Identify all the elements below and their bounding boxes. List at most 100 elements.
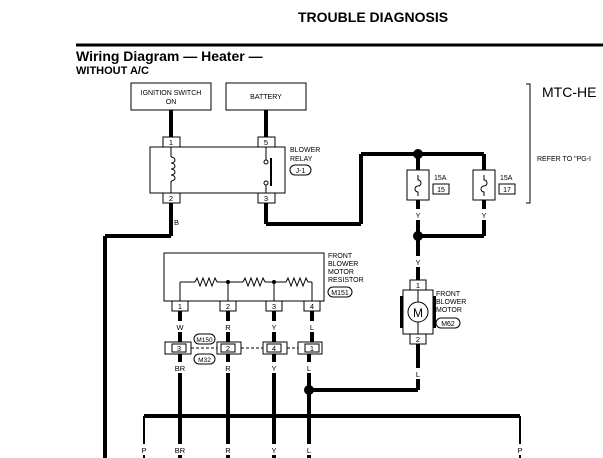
wire-label-bg (174, 321, 186, 332)
wire-color-relay-out: B (174, 218, 179, 227)
relay-coil-icon (170, 156, 176, 182)
resistor-name-line4: RESISTOR (328, 277, 364, 284)
fuse-rating: 15A (434, 175, 447, 182)
motor-name-line1: FRONT (436, 291, 461, 298)
wire-color-connector: Y (271, 364, 276, 373)
connector-pin-label: 4 (272, 344, 276, 353)
wire-label-bg (172, 362, 188, 373)
connector-pin-label: 2 (226, 344, 230, 353)
blower-relay-body (149, 146, 286, 194)
wire-color-motor-out: L (416, 370, 420, 379)
fuse-rating: 15A (500, 175, 513, 182)
wire-color-connector: R (225, 364, 231, 373)
relay-code-badge (289, 164, 312, 176)
connector-code-badge (193, 353, 216, 365)
wire-color-resistor: W (176, 323, 184, 332)
relay-name-line2: RELAY (290, 156, 313, 163)
wire-color-bottom: L (307, 446, 311, 455)
relay-pin-label: 3 (264, 194, 268, 203)
resistor-name-line3: MOTOR (328, 269, 354, 276)
motor-brush (433, 296, 436, 328)
resistor-code-badge (327, 286, 353, 298)
fuse-icon (480, 175, 488, 196)
wire-label-bg (222, 362, 234, 373)
wire-color-bottom: P (141, 446, 146, 455)
motor-code: M62 (441, 321, 455, 328)
relay-pin-label: 1 (169, 138, 173, 147)
wire-color-resistor: L (310, 323, 314, 332)
wire-color-fuse-b: Y (481, 211, 486, 220)
connector-pin-box (220, 343, 236, 353)
relay-pin-label: 2 (169, 194, 173, 203)
relay-switch-contact (263, 159, 269, 165)
wire-label-bg (412, 209, 424, 220)
wire-color-motor-feed: Y (415, 258, 420, 267)
relay-code: J-1 (296, 168, 306, 175)
wire-label-bg (268, 362, 280, 373)
fuse-number-box (498, 183, 516, 195)
relay-switch-contact (263, 180, 269, 186)
relay-pin-label: 5 (264, 138, 268, 147)
resistor-pin-label: 1 (178, 302, 182, 311)
wire-color-bottom: R (225, 446, 231, 455)
wire-label-bg (139, 444, 149, 455)
connector-code: M150 (196, 337, 213, 344)
wire-label-bg (515, 444, 525, 455)
resistor-icon (285, 276, 309, 288)
side-bracket (526, 83, 531, 204)
battery-label: BATTERY (250, 94, 282, 101)
motor-code-badge (435, 317, 461, 329)
wire-color-resistor: Y (271, 323, 276, 332)
motor-name-line2: BLOWER (436, 299, 466, 306)
wire-label-bg (478, 209, 490, 220)
wire-label-bg (412, 368, 424, 379)
fuse-number: 17 (503, 187, 511, 194)
section-title: Wiring Diagram — Heater — (76, 48, 263, 64)
wire-label-bg (222, 321, 234, 332)
wire-color-bottom: P (517, 446, 522, 455)
motor-pin-label: 1 (416, 281, 420, 290)
wire-color-connector: BR (175, 364, 186, 373)
wire-color-fuse-a: Y (415, 211, 420, 220)
connector: 3 2 4 1 M150 M32 (164, 333, 323, 365)
wire-label-bg (174, 444, 187, 455)
resistor-pin-label: 3 (272, 302, 276, 311)
ignition-switch-label: IGNITION SWITCH (141, 90, 202, 97)
connector-pin-label: 3 (177, 344, 181, 353)
battery-box (225, 82, 307, 111)
page-title: TROUBLE DIAGNOSIS (298, 9, 449, 25)
wire-label-bg (306, 321, 318, 332)
wire-label-bg (303, 362, 315, 373)
relay-name-line1: BLOWER (290, 147, 320, 154)
motor-symbol: M (413, 306, 423, 320)
connector-pin-box (304, 343, 320, 353)
connector-pin-box (266, 343, 282, 353)
fuse-icon (414, 175, 422, 196)
connector-code-badge (193, 333, 216, 345)
connector-pin-label: 1 (310, 344, 314, 353)
motor-brush (400, 296, 403, 328)
wire-color-connector: L (307, 364, 311, 373)
motor-pin-label: 2 (416, 335, 420, 344)
wire-label-bg (223, 444, 233, 455)
resistor-code: M151 (331, 290, 349, 297)
section-subtitle: WITHOUT A/C (76, 65, 149, 77)
connector-code: M32 (198, 357, 211, 364)
fuse-number: 15 (437, 187, 445, 194)
side-title: MTC-HE (542, 84, 596, 100)
wire-label-bg (412, 256, 424, 267)
resistor-icon (242, 276, 266, 288)
resistor-pins: 1 2 3 4 (171, 300, 321, 312)
resistor-name-line1: FRONT (328, 253, 353, 260)
motor-name-line3: MOTOR (436, 307, 462, 314)
wire-color-bottom: BR (175, 446, 186, 455)
resistor-pin-label: 4 (310, 302, 314, 311)
refer-text: REFER TO "PG-I (537, 156, 591, 163)
wire-label-bg (304, 444, 314, 455)
ignition-switch-state: ON (166, 99, 177, 106)
resistor-name-line2: BLOWER (328, 261, 358, 268)
fuse-number-box (432, 183, 450, 195)
wire-color-resistor: R (225, 323, 231, 332)
resistor-body (163, 252, 325, 302)
